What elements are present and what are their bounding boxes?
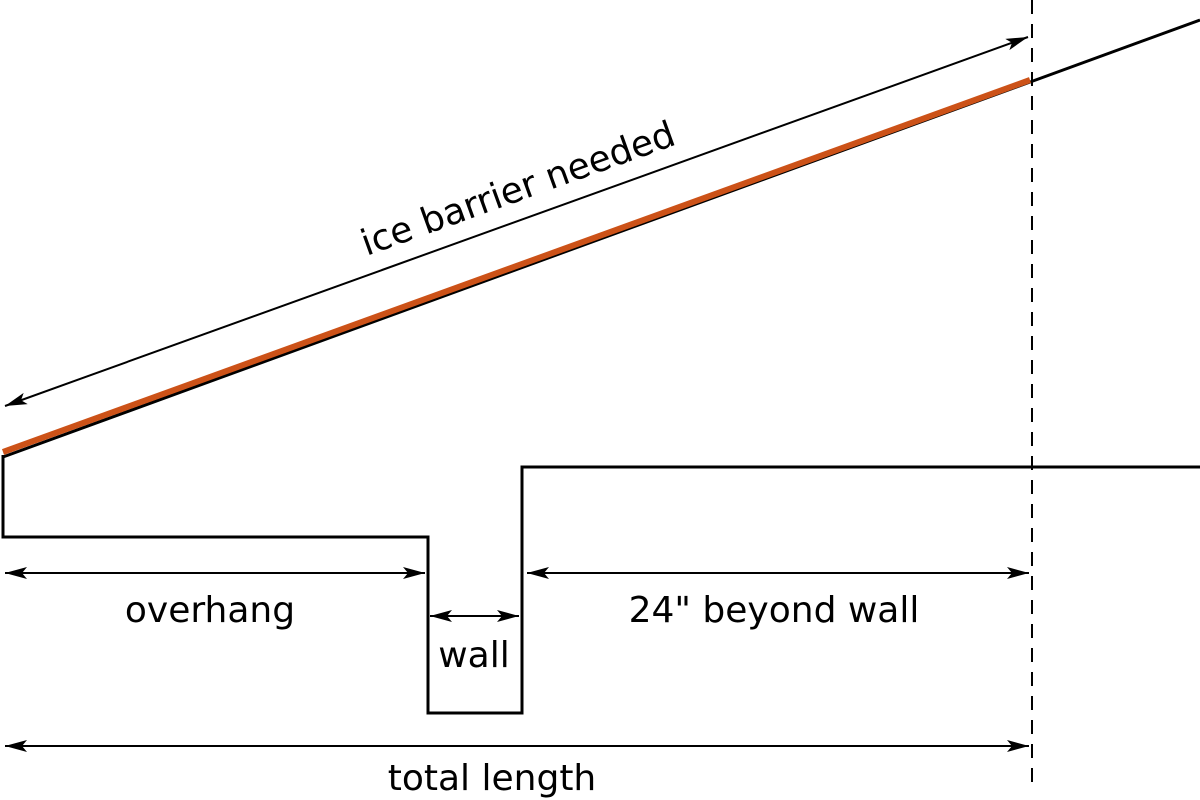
ice-barrier-dimension-arrow <box>4 36 1029 407</box>
overhang-label: overhang <box>125 590 295 631</box>
ice-barrier-label: ice barrier needed <box>356 114 681 265</box>
wall-label: wall <box>438 635 510 676</box>
total-length-label: total length <box>388 758 597 799</box>
beyond-wall-label: 24" beyond wall <box>629 590 920 631</box>
wall-profile <box>1 455 1200 715</box>
ice-barrier-line <box>1 77 1032 455</box>
